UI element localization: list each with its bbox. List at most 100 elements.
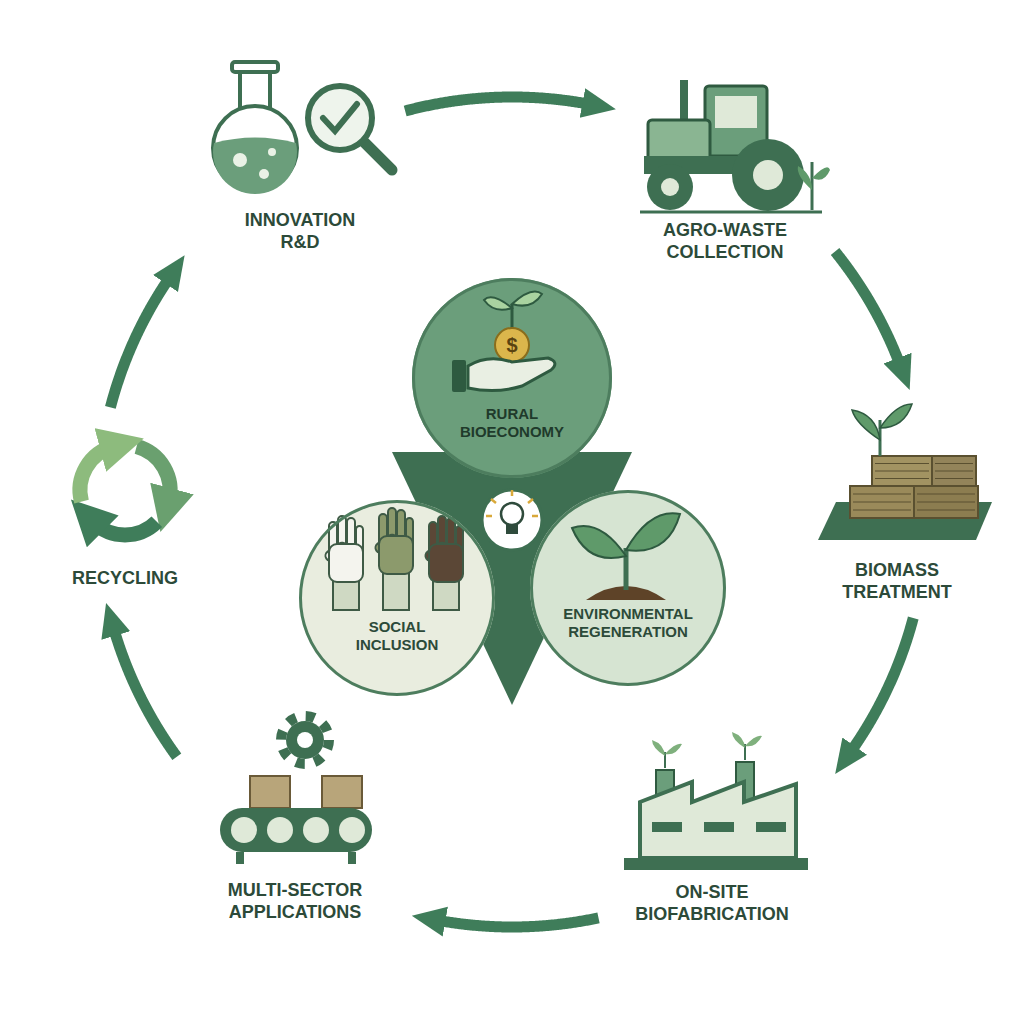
tractor-icon	[715, 96, 757, 128]
magnifier-icon	[308, 86, 392, 170]
tractor-icon	[640, 211, 822, 214]
lightbulb-icon	[506, 524, 518, 534]
cycle-arrow	[439, 918, 598, 927]
conveyor-icon	[267, 817, 293, 843]
sprout-icon	[572, 513, 680, 600]
magnifier-icon	[308, 86, 372, 150]
theme-circle: ENVIRONMENTAL REGENERATION	[530, 490, 726, 686]
bale-stripe	[935, 463, 973, 464]
circle-border	[414, 280, 611, 477]
node-label: ENVIRONMENTAL REGENERATION	[553, 605, 703, 641]
node-label: SOCIAL INCLUSION	[332, 618, 462, 654]
circle-fills	[299, 500, 495, 696]
biomass-bales-icon	[932, 456, 976, 486]
conveyor-icon	[250, 776, 290, 808]
cycle-stage: RECYCLING	[37, 418, 213, 594]
conveyor-icon	[339, 817, 365, 843]
lightbulb-icon	[482, 490, 542, 550]
cycle-arrow	[405, 97, 588, 111]
bale-stripe	[853, 509, 911, 510]
recycling-icon	[137, 447, 170, 502]
icon-space	[205, 58, 395, 210]
icon-space	[187, 712, 403, 880]
conveyor-icon	[303, 817, 329, 843]
circle-fills	[299, 278, 726, 696]
flask-icon	[233, 153, 247, 167]
node-label: BIOMASS TREATMENT	[812, 560, 982, 603]
circle-outline	[299, 500, 495, 696]
lightbulb-icon	[486, 490, 538, 516]
raised-hands-icon	[383, 572, 409, 610]
conveyor-icon	[231, 817, 257, 843]
tractor-icon	[648, 120, 710, 160]
tractor-icon	[753, 160, 783, 190]
factory-icon	[652, 822, 682, 832]
conveyor-icon	[220, 716, 372, 864]
node-label: RECYCLING	[45, 568, 205, 590]
bale-stripe	[935, 478, 973, 479]
icon-space	[625, 68, 825, 220]
factory-icon	[704, 822, 734, 832]
conveyor-icon	[348, 852, 356, 864]
raised-hands-icon	[424, 516, 463, 582]
node-label: ON-SITE BIOFABRICATION	[617, 882, 807, 925]
magnifier-icon	[362, 140, 392, 170]
conveyor-icon	[220, 808, 372, 852]
lightbulb-icon	[482, 490, 542, 550]
lightbulb-icon	[501, 503, 523, 525]
icon-space	[37, 418, 213, 568]
circle-fills	[412, 278, 612, 478]
tractor-icon	[732, 139, 804, 211]
magnifier-icon	[323, 104, 357, 131]
cycle-stage: ON-SITE BIOFABRICATION	[609, 740, 815, 929]
node-label: AGRO-WASTE COLLECTION	[635, 220, 815, 263]
bale-stripe	[853, 493, 911, 494]
conveyor-icon	[286, 721, 324, 759]
circle-outline	[412, 278, 612, 478]
recycling-icon	[93, 522, 157, 535]
flask-icon	[268, 148, 276, 156]
bale-stripe	[917, 509, 975, 510]
bale-stripe	[917, 501, 975, 502]
flask-icon	[232, 62, 278, 72]
tractor-icon	[640, 80, 830, 212]
factory-icon	[624, 858, 808, 870]
bale-stripe	[917, 493, 975, 494]
flask-icon	[213, 138, 297, 195]
tractor-icon	[798, 166, 830, 190]
cycle-stage: BIOMASS TREATMENT	[804, 400, 990, 607]
bale-stripe	[875, 478, 929, 479]
factory-icon	[640, 782, 796, 858]
tractor-icon	[647, 164, 693, 210]
raised-hands-icon	[324, 508, 463, 610]
flask-icon	[213, 62, 297, 194]
biomass-bales-icon	[880, 404, 912, 428]
factory-icon	[624, 732, 808, 870]
circle-border	[532, 492, 725, 685]
money-hand-icon	[452, 360, 466, 392]
cycle-arrow	[851, 618, 913, 751]
money-hand-icon	[512, 292, 542, 306]
node-label: RURAL BIOECONOMY	[452, 405, 572, 441]
circle-border	[301, 502, 494, 695]
flask-icon	[259, 169, 269, 179]
money-hand-icon	[484, 297, 512, 309]
factory-icon	[652, 740, 682, 756]
money-hand-icon	[452, 292, 555, 392]
sprout-icon	[572, 526, 626, 558]
cycle-stage: MULTI-SECTOR APPLICATIONS	[187, 712, 403, 927]
bale-stripe	[875, 463, 929, 464]
sprout-icon	[626, 513, 680, 551]
raised-hands-icon	[324, 516, 363, 582]
recycling-icon	[80, 447, 170, 535]
cycle-arrow	[110, 279, 169, 408]
recycling-icon	[80, 447, 113, 502]
cycle-arrow	[835, 252, 900, 364]
currency-symbol: $	[497, 335, 527, 355]
cycle-stage: INNOVATION R&D	[205, 58, 395, 257]
bale-stripe	[853, 501, 911, 502]
biomass-bales-icon	[914, 486, 978, 518]
